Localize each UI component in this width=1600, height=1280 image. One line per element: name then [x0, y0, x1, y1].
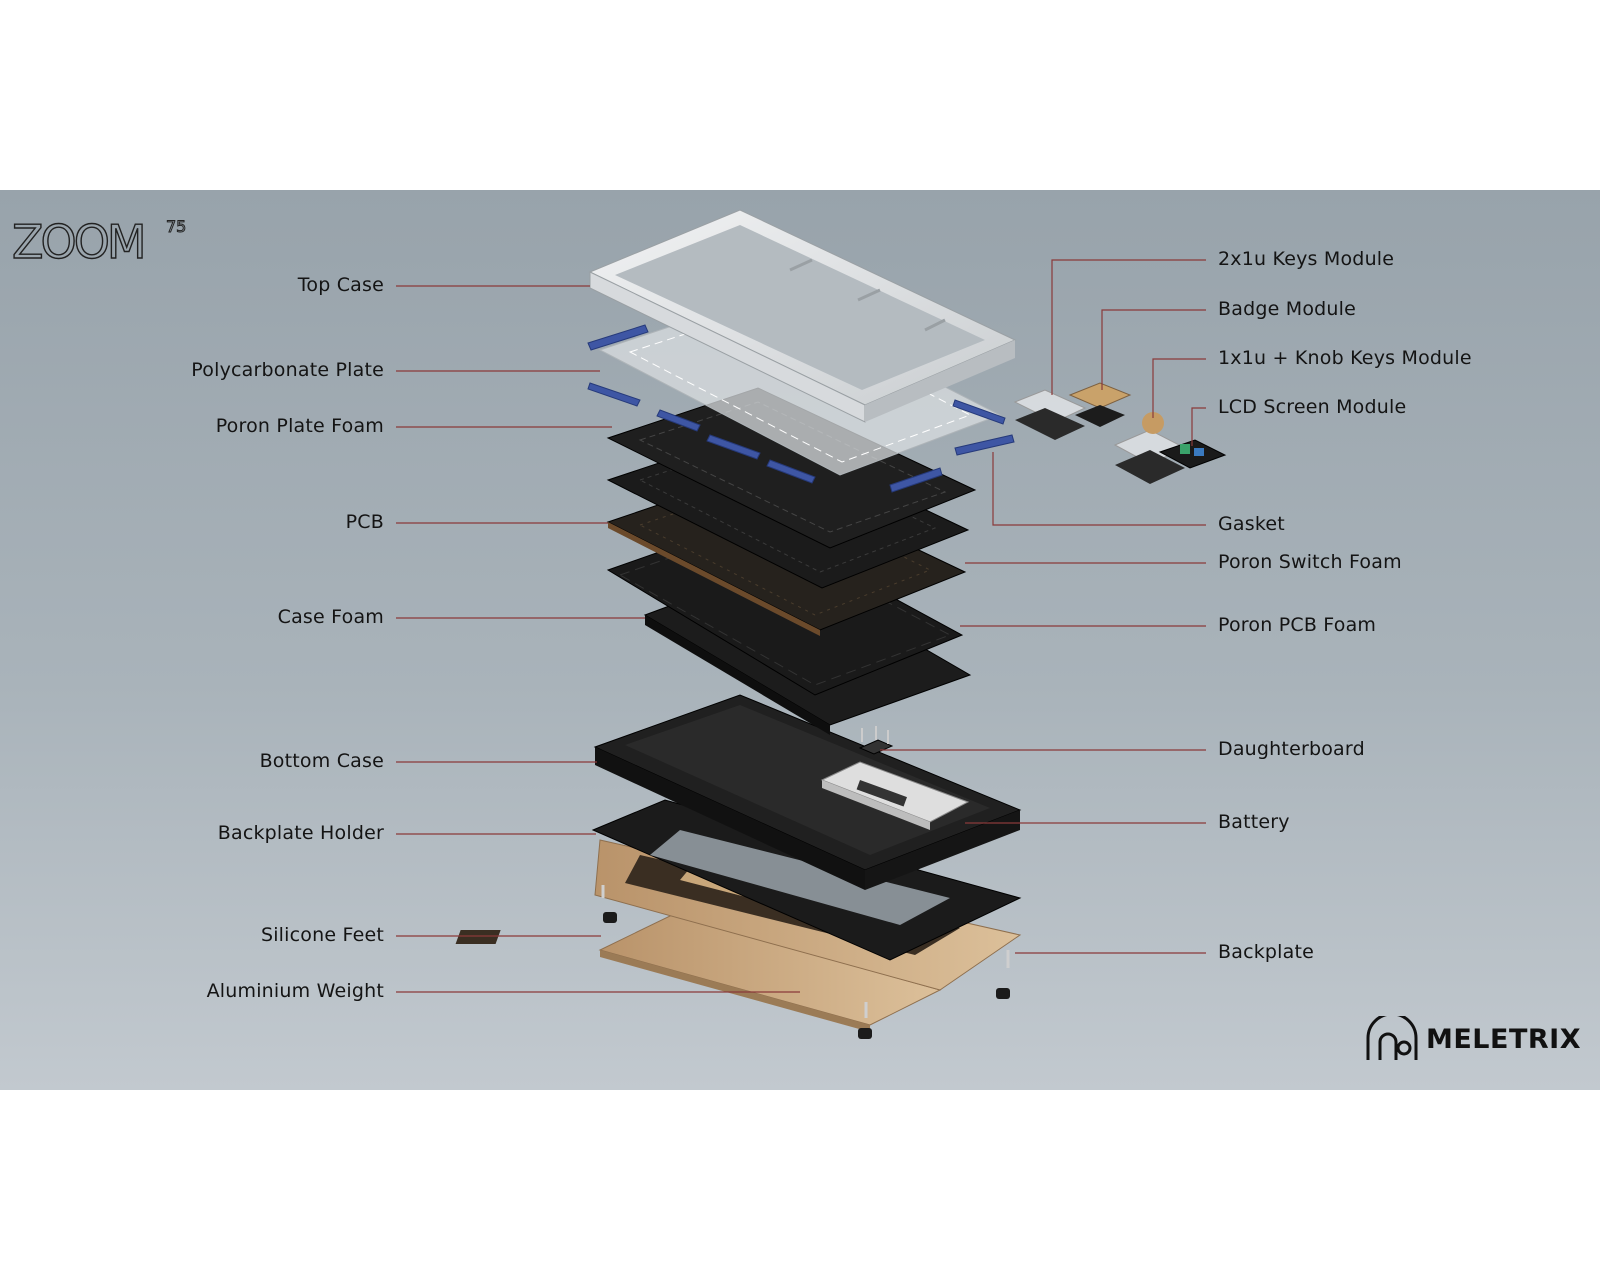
label-backplate-holder: Backplate Holder [217, 822, 384, 844]
label-backplate: Backplate [1218, 941, 1315, 963]
leader-lcd-screen-module [1191, 407, 1206, 446]
badge-module-part [1068, 382, 1132, 427]
label-2x1u-keys-module: 2x1u Keys Module [1218, 248, 1395, 270]
exploded-keyboard-diagram [396, 209, 1227, 1039]
label-top-case: Top Case [297, 274, 384, 296]
label-polycarbonate-plate: Polycarbonate Plate [191, 359, 384, 381]
2x1u-keys-module-part [1013, 389, 1087, 440]
exploded-view-panel: ZOOM 75 Top Case Polycarbonate Plate Por… [0, 190, 1600, 1090]
meletrix-logo-icon [1366, 1016, 1418, 1060]
daughterboard-part [858, 726, 894, 755]
leader-badge-module [1101, 309, 1206, 390]
label-1x1u-knob-keys-module: 1x1u + Knob Keys Module [1218, 347, 1472, 369]
label-case-foam: Case Foam [277, 606, 384, 628]
label-bottom-case: Bottom Case [259, 750, 384, 772]
label-battery: Battery [1218, 811, 1290, 833]
bottom-case-part [593, 694, 1022, 890]
label-lcd-screen-module: LCD Screen Module [1218, 396, 1407, 418]
label-aluminium-weight: Aluminium Weight [206, 980, 384, 1002]
battery-part [820, 761, 970, 830]
label-badge-module: Badge Module [1218, 298, 1357, 320]
label-poron-switch-foam: Poron Switch Foam [1218, 551, 1402, 573]
top-case-part [588, 209, 1017, 423]
label-pcb: PCB [345, 511, 384, 533]
zoom75-logo: ZOOM 75 [12, 214, 187, 269]
label-daughterboard: Daughterboard [1218, 738, 1365, 760]
right-leader-lines [880, 259, 1206, 954]
label-poron-plate-foam: Poron Plate Foam [215, 415, 384, 437]
silicone-feet-part [601, 885, 1010, 1039]
meletrix-brand-name: MELETRIX [1426, 1024, 1582, 1055]
label-gasket: Gasket [1218, 513, 1285, 535]
label-silicone-feet: Silicone Feet [260, 924, 384, 946]
leader-1x1u-knob-keys-module [1152, 358, 1206, 418]
zoom-logo-text: ZOOM [12, 215, 144, 269]
leader-2x1u-keys-module [1051, 259, 1206, 395]
left-leader-lines [396, 285, 800, 993]
lcd-screen-module-part [1158, 439, 1227, 469]
meletrix-brand: MELETRIX [1362, 1016, 1592, 1064]
leader-gasket [992, 452, 1206, 526]
backplate-holder-part [591, 799, 1022, 961]
zoom-logo-suffix: 75 [166, 217, 186, 236]
label-poron-pcb-foam: Poron PCB Foam [1218, 614, 1377, 636]
